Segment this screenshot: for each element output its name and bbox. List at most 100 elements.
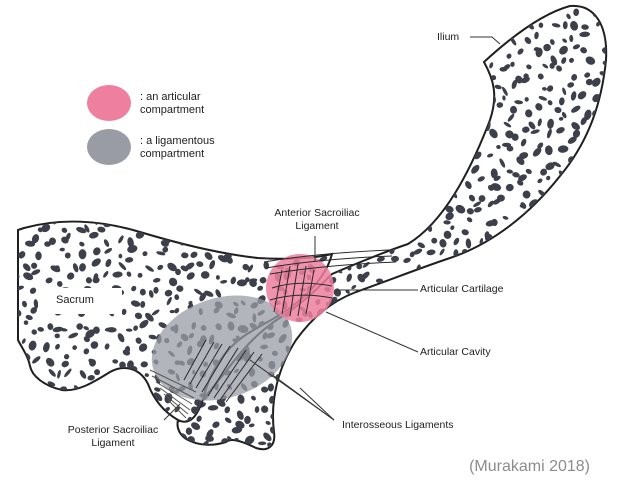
trabecular-spot — [495, 0, 505, 4]
trabecular-spot — [186, 26, 192, 32]
trabecular-spot — [477, 386, 483, 391]
trabecular-spot — [386, 23, 393, 29]
trabecular-spot — [460, 372, 469, 377]
trabecular-spot — [87, 375, 95, 381]
trabecular-spot — [198, 0, 204, 5]
trabecular-spot — [375, 113, 384, 122]
trabecular-spot — [388, 183, 394, 188]
trabecular-spot — [455, 204, 466, 214]
trabecular-spot — [536, 217, 541, 225]
trabecular-spot — [360, 459, 366, 465]
trabecular-spot — [393, 407, 402, 416]
trabecular-spot — [319, 135, 328, 142]
trabecular-spot — [336, 98, 346, 107]
trabecular-spot — [570, 406, 577, 412]
trabecular-spot — [177, 74, 182, 82]
trabecular-spot — [296, 414, 303, 420]
trabecular-spot — [609, 119, 619, 129]
trabecular-spot — [163, 226, 170, 233]
trabecular-spot — [332, 152, 338, 163]
trabecular-spot — [127, 237, 134, 248]
trabecular-spot — [212, 179, 222, 187]
trabecular-spot — [596, 172, 603, 177]
trabecular-spot — [84, 224, 90, 233]
trabecular-spot — [285, 135, 294, 144]
trabecular-spot — [557, 396, 563, 407]
trabecular-spot — [513, 231, 519, 239]
trabecular-spot — [532, 397, 537, 407]
trabecular-spot — [44, 241, 51, 247]
trabecular-spot — [442, 81, 450, 91]
trabecular-spot — [318, 237, 327, 246]
trabecular-spot — [328, 187, 334, 194]
trabecular-spot — [577, 91, 587, 100]
interosseous-ligament-fibers — [183, 339, 263, 403]
trabecular-spot — [506, 145, 514, 152]
trabecular-spot — [347, 39, 354, 46]
trabecular-spot — [501, 327, 507, 333]
trabecular-spot — [528, 351, 536, 357]
trabecular-spot — [188, 6, 196, 11]
trabecular-spot — [310, 52, 319, 61]
trabecular-spot — [479, 238, 484, 245]
trabecular-spot — [225, 238, 233, 250]
trabecular-spot — [385, 353, 394, 360]
trabecular-spot — [89, 231, 99, 239]
trabecular-spot — [389, 76, 397, 84]
trabecular-spot — [247, 69, 253, 75]
trabecular-spot — [324, 360, 333, 367]
trabecular-spot — [273, 5, 280, 11]
trabecular-spot — [557, 334, 564, 341]
trabecular-spot — [134, 312, 143, 320]
trabecular-spot — [411, 377, 419, 382]
trabecular-spot — [518, 174, 527, 182]
trabecular-spot — [611, 338, 619, 347]
trabecular-spot — [569, 370, 575, 377]
trabecular-spot — [484, 376, 496, 385]
trabecular-spot — [360, 271, 370, 280]
trabecular-spot — [370, 28, 375, 34]
trabecular-spot — [64, 252, 71, 259]
trabecular-spot — [57, 369, 61, 379]
trabecular-spot — [606, 278, 616, 288]
trabecular-spot — [306, 345, 315, 353]
trabecular-spot — [436, 138, 445, 149]
trabecular-spot — [206, 39, 213, 46]
trabecular-spot — [549, 39, 555, 45]
trabecular-spot — [512, 393, 520, 401]
trabecular-spot — [559, 45, 568, 55]
trabecular-spot — [269, 59, 278, 66]
trabecular-spot — [569, 413, 579, 420]
trabecular-spot — [300, 180, 307, 188]
trabecular-spot — [184, 33, 190, 40]
trabecular-spot — [238, 73, 245, 83]
trabecular-spot — [526, 249, 534, 254]
trabecular-spot — [366, 82, 374, 92]
trabecular-spot — [571, 441, 578, 449]
trabecular-spot — [205, 95, 213, 100]
trabecular-spot — [418, 20, 425, 27]
trabecular-spot — [36, 406, 43, 411]
trabecular-spot — [60, 393, 68, 402]
trabecular-spot — [331, 232, 337, 239]
trabecular-spot — [497, 408, 504, 415]
trabecular-spot — [470, 296, 476, 302]
trabecular-spot — [306, 240, 311, 251]
trabecular-spot — [311, 446, 318, 450]
trabecular-spot — [274, 417, 280, 426]
trabecular-spot — [222, 253, 232, 261]
trabecular-spot — [351, 393, 357, 399]
trabecular-spot — [538, 22, 544, 28]
trabecular-spot — [294, 427, 305, 433]
trabecular-spot — [164, 231, 171, 237]
trabecular-spot — [538, 415, 545, 420]
trabecular-spot — [321, 430, 328, 437]
trabecular-spot — [574, 264, 582, 269]
trabecular-spot — [466, 18, 474, 26]
trabecular-spot — [498, 374, 503, 382]
trabecular-spot — [434, 395, 441, 400]
trabecular-spot — [329, 390, 338, 401]
trabecular-spot — [430, 45, 437, 52]
trabecular-spot — [511, 240, 516, 250]
trabecular-spot — [535, 47, 543, 58]
